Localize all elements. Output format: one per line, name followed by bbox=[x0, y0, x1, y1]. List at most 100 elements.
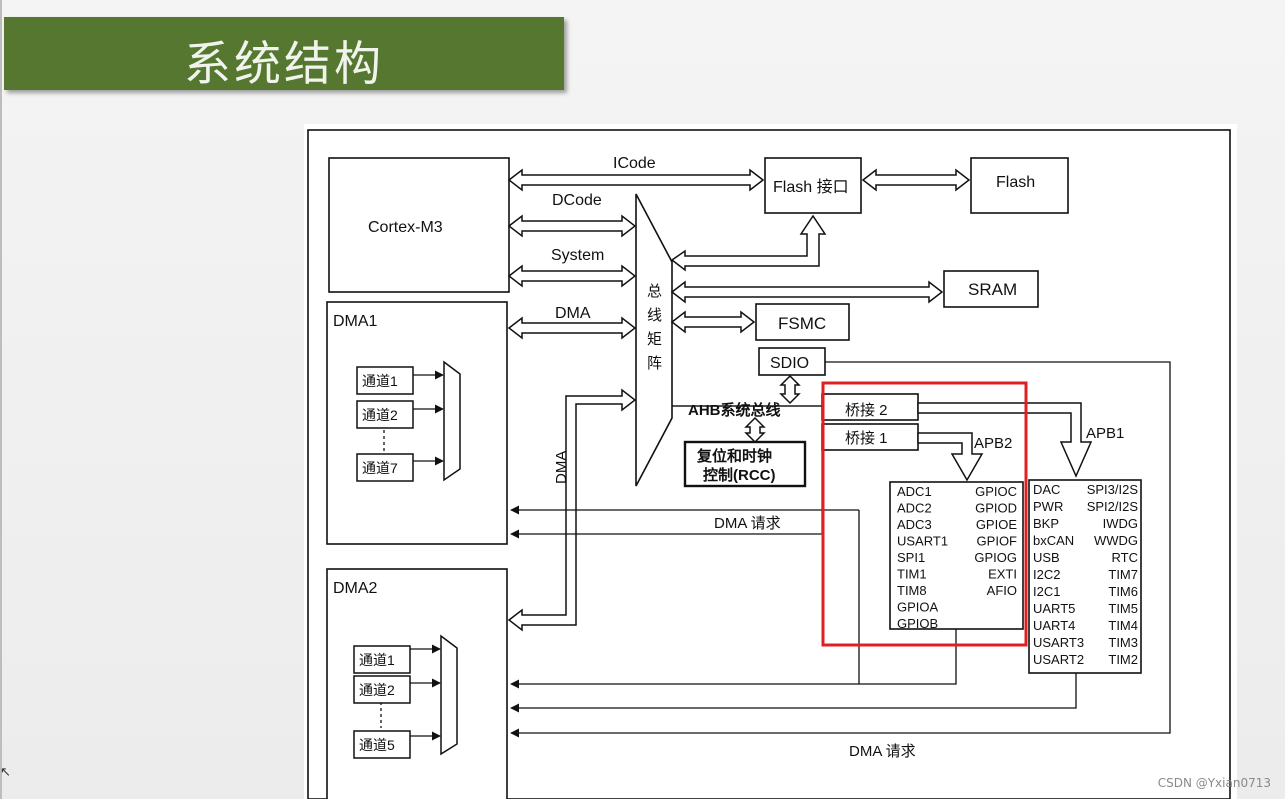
sram-label: SRAM bbox=[968, 280, 1017, 299]
apb2-peripherals-box bbox=[889, 481, 1024, 630]
bus-matrix-label: 总 线 矩 阵 bbox=[647, 283, 662, 372]
dma2-channel5: 通道5 bbox=[359, 737, 395, 753]
fsmc-box bbox=[755, 303, 850, 341]
dcode-label: DCode bbox=[552, 192, 602, 209]
apb2_right-item: EXTI bbox=[988, 567, 1017, 582]
rcc-line1: 复位和时钟 bbox=[696, 447, 772, 465]
sram-box bbox=[943, 270, 1039, 308]
rcc-link-arrow bbox=[744, 416, 766, 444]
slide-title: 系统结构 bbox=[184, 37, 384, 92]
dma2-channel2-box bbox=[353, 675, 411, 704]
apb1-bus-arrow bbox=[917, 402, 1093, 478]
ahb-label: AHB系统总线 bbox=[688, 401, 781, 419]
dma1-channel2-box bbox=[356, 400, 414, 429]
apb2_left-item: USART1 bbox=[897, 534, 948, 549]
dma2-channel1: 通道1 bbox=[359, 652, 395, 668]
apb1_right-item: TIM4 bbox=[1108, 618, 1138, 633]
dma-bus-arrow bbox=[507, 316, 637, 340]
dma-vertical-label: DMA bbox=[553, 451, 570, 484]
sdio-label: SDIO bbox=[770, 355, 809, 372]
icode-label: ICode bbox=[613, 155, 656, 172]
dma-bus-label: DMA bbox=[555, 305, 591, 322]
figure-frame bbox=[307, 129, 1231, 799]
apb2_left-item: TIM8 bbox=[897, 583, 927, 598]
dcode-bus-arrow bbox=[507, 214, 637, 238]
bus-matrix-char: 阵 bbox=[647, 355, 662, 372]
dma-request-label-top: DMA 请求 bbox=[714, 515, 781, 532]
flash-interface-box bbox=[764, 157, 862, 214]
cortex-m3-box bbox=[328, 157, 510, 293]
architecture-figure: Cortex-M3 Flash 接口 Flash SRAM FSMC SDIO … bbox=[304, 124, 1237, 799]
icode-bus-arrow bbox=[507, 168, 765, 192]
apb1-label: APB1 bbox=[1086, 425, 1124, 442]
apb2_right-item: GPIOD bbox=[975, 501, 1017, 516]
dma2-title: DMA2 bbox=[333, 580, 378, 597]
title-banner: 系统结构 bbox=[4, 17, 564, 92]
apb2_left-item: SPI1 bbox=[897, 550, 925, 565]
sdio-link-arrow bbox=[779, 374, 801, 405]
dma2-mux bbox=[440, 634, 458, 756]
dma2-channel1-box bbox=[353, 645, 411, 674]
apb1_left-item: I2C1 bbox=[1033, 584, 1060, 599]
apb1-peripherals-box bbox=[1028, 479, 1142, 674]
dma1-mux bbox=[443, 360, 461, 482]
fsmc-link-arrow bbox=[670, 310, 756, 334]
sdio-dma-request-line bbox=[510, 361, 1171, 738]
dma1-channel1: 通道1 bbox=[362, 373, 398, 389]
dma1-channel7: 通道7 bbox=[362, 460, 398, 476]
apb2_left-item: GPIOA bbox=[897, 600, 939, 615]
apb2_left-item: ADC2 bbox=[897, 501, 932, 516]
dma1-channel7-box bbox=[356, 453, 414, 482]
bus-matrix-char: 矩 bbox=[647, 331, 662, 348]
flash-box bbox=[970, 157, 1069, 214]
apb1_left-item: bxCAN bbox=[1033, 533, 1074, 548]
sram-link-arrow bbox=[670, 280, 944, 304]
rcc-line2: 控制(RCC) bbox=[703, 466, 776, 484]
apb1_right-item: TIM5 bbox=[1108, 601, 1138, 616]
flash-link-arrow bbox=[861, 168, 971, 192]
apb1_left-item: USB bbox=[1033, 550, 1060, 565]
matrix-to-flash-arrow bbox=[670, 214, 827, 272]
system-label: System bbox=[551, 247, 604, 264]
dma2-channel2: 通道2 bbox=[359, 682, 395, 698]
bridge2-box bbox=[821, 393, 919, 421]
apb2_left-item: ADC3 bbox=[897, 517, 932, 532]
apb1_right-item: WWDG bbox=[1094, 533, 1138, 548]
flash-interface-label: Flash 接口 bbox=[773, 178, 849, 196]
bus-matrix-char: 总 bbox=[647, 283, 662, 300]
cursor-icon: ↖ bbox=[0, 764, 11, 779]
apb2_left-item: ADC1 bbox=[897, 484, 932, 499]
dma1-channel2: 通道2 bbox=[362, 407, 398, 423]
apb1_left-item: USART2 bbox=[1033, 652, 1084, 667]
apb1_right-item: SPI3/I2S bbox=[1087, 482, 1139, 497]
dma1-title: DMA1 bbox=[333, 313, 378, 330]
apb2_right-item: GPIOC bbox=[975, 484, 1017, 499]
apb1_left-item: UART5 bbox=[1033, 601, 1075, 616]
apb2_right-item: AFIO bbox=[987, 583, 1017, 598]
slide-left-border bbox=[0, 0, 2, 799]
apb1_left-item: PWR bbox=[1033, 499, 1063, 514]
apb2-request-line bbox=[859, 629, 957, 685]
apb1_left-item: DAC bbox=[1033, 482, 1060, 497]
fsmc-label: FSMC bbox=[778, 314, 826, 333]
csdn-watermark: CSDN @Yxian0713 bbox=[1157, 776, 1271, 790]
apb1_left-item: USART3 bbox=[1033, 635, 1084, 650]
dma2-channel5-box bbox=[353, 730, 411, 759]
dma1-box bbox=[326, 301, 508, 545]
architecture-diagram: Cortex-M3 Flash 接口 Flash SRAM FSMC SDIO … bbox=[307, 129, 1231, 799]
apb2_right-item: GPIOG bbox=[974, 550, 1017, 565]
apb1_right-item: TIM7 bbox=[1108, 567, 1138, 582]
bridge1-label: 桥接 1 bbox=[845, 430, 888, 447]
apb1_right-item: RTC bbox=[1112, 550, 1138, 565]
apb1_right-item: TIM2 bbox=[1108, 652, 1138, 667]
apb1-request-line bbox=[510, 673, 1077, 713]
apb2-bus-arrow bbox=[917, 432, 984, 482]
bus-matrix bbox=[635, 193, 673, 487]
apb2-highlight-frame bbox=[821, 381, 1028, 647]
cortex-m3-label: Cortex-M3 bbox=[368, 219, 443, 236]
apb2_left-item: GPIOB bbox=[897, 616, 938, 631]
system-bus-arrow bbox=[507, 264, 637, 288]
apb1_right-item: SPI2/I2S bbox=[1087, 499, 1139, 514]
dma1-channel1-box bbox=[356, 366, 414, 395]
dma-request-label-bottom: DMA 请求 bbox=[849, 743, 916, 760]
